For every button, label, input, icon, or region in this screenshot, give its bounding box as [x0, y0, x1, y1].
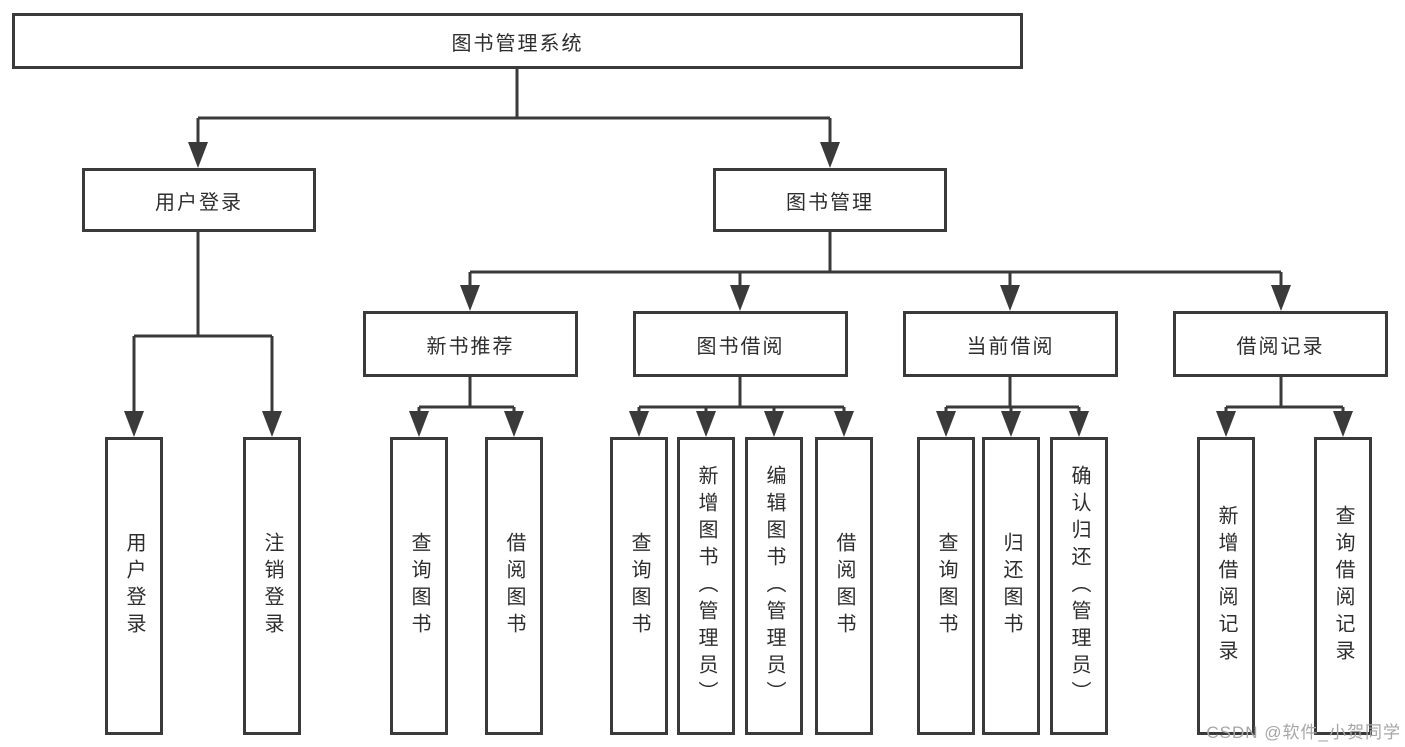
node-confirm-return-admin: 确认归还（管理员） — [1050, 437, 1108, 735]
node-query-books-borrowing: 查询图书 — [610, 437, 668, 735]
node-label: 查询图书 — [408, 532, 430, 640]
node-library-management-system: 图书管理系统 — [12, 13, 1023, 69]
node-label: 查询图书 — [628, 532, 650, 640]
node-label: 用户登录 — [123, 532, 145, 640]
node-label: 新增图书（管理员） — [695, 464, 717, 708]
node-current-borrowing: 当前借阅 — [903, 311, 1118, 377]
csdn-watermark: CSDN @软件_小贺同学 — [1206, 723, 1401, 742]
node-label: 借阅记录 — [1236, 335, 1325, 358]
node-label: 用户登录 — [155, 191, 243, 214]
node-query-books-current: 查询图书 — [917, 437, 975, 735]
node-borrowing-records: 借阅记录 — [1173, 311, 1388, 377]
node-logout: 注销登录 — [243, 437, 301, 735]
node-label: 注销登录 — [261, 532, 283, 640]
node-book-management: 图书管理 — [713, 168, 947, 232]
node-new-book-recommendation: 新书推荐 — [363, 311, 578, 377]
arrowheads — [124, 142, 1353, 437]
node-label: 编辑图书（管理员） — [763, 464, 785, 708]
node-label: 查询借阅记录 — [1332, 505, 1354, 667]
node-label: 借阅图书 — [503, 532, 525, 640]
node-label: 图书借阅 — [696, 335, 785, 358]
node-query-borrow-record: 查询借阅记录 — [1314, 437, 1372, 735]
node-return-books: 归还图书 — [982, 437, 1040, 735]
node-edit-books-admin: 编辑图书（管理员） — [745, 437, 803, 735]
node-add-books-admin: 新增图书（管理员） — [677, 437, 735, 735]
node-label: 确认归还（管理员） — [1068, 464, 1090, 708]
node-label: 图书管理 — [786, 191, 874, 214]
node-label: 借阅图书 — [833, 532, 855, 640]
node-borrow-books-recommend: 借阅图书 — [485, 437, 543, 735]
node-label: 归还图书 — [1000, 532, 1022, 640]
node-label: 当前借阅 — [966, 335, 1055, 358]
node-label: 图书管理系统 — [451, 32, 584, 55]
node-label: 新增借阅记录 — [1215, 505, 1237, 667]
node-query-books-recommend: 查询图书 — [390, 437, 448, 735]
node-add-borrow-record: 新增借阅记录 — [1197, 437, 1255, 735]
node-user-login-action: 用户登录 — [105, 437, 163, 735]
node-user-login: 用户登录 — [82, 168, 316, 232]
node-book-borrowing: 图书借阅 — [633, 311, 848, 377]
node-label: 新书推荐 — [426, 335, 515, 358]
node-label: 查询图书 — [935, 532, 957, 640]
node-borrow-books: 借阅图书 — [815, 437, 873, 735]
